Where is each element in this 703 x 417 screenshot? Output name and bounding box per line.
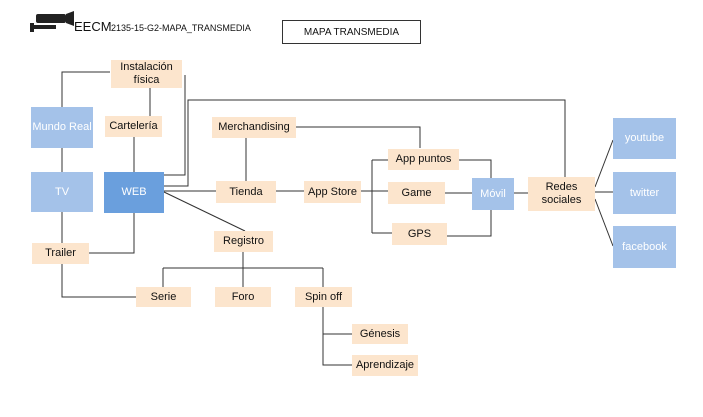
line-merch-apppuntos bbox=[296, 126, 421, 148]
line-web-registro bbox=[163, 191, 246, 232]
node-carteleria[interactable]: Cartelería bbox=[105, 116, 162, 137]
node-instalacion-fisica[interactable]: Instalación física bbox=[111, 60, 182, 88]
node-spin-off[interactable]: Spin off bbox=[295, 287, 352, 307]
brand-name: EECM bbox=[74, 19, 112, 34]
node-trailer[interactable]: Trailer bbox=[32, 243, 89, 264]
node-mundo-real[interactable]: Mundo Real bbox=[31, 107, 93, 148]
camera-logo-icon bbox=[30, 11, 74, 32]
node-app-store[interactable]: App Store bbox=[304, 181, 361, 203]
node-foro[interactable]: Foro bbox=[215, 287, 271, 307]
node-game[interactable]: Game bbox=[388, 182, 445, 204]
line-instalacion-web-right bbox=[164, 75, 186, 176]
line-trailer-serie bbox=[61, 264, 136, 298]
node-movil[interactable]: Móvil bbox=[472, 178, 514, 210]
node-youtube[interactable]: youtube bbox=[613, 118, 676, 159]
line-web-trailer bbox=[89, 213, 135, 254]
node-registro[interactable]: Registro bbox=[214, 231, 273, 252]
line-redes-youtube bbox=[594, 139, 614, 188]
page-title: MAPA TRANSMEDIA bbox=[282, 20, 421, 44]
node-twitter[interactable]: twitter bbox=[613, 172, 676, 214]
document-code: 2135-15-G2-MAPA_TRANSMEDIA bbox=[111, 23, 251, 33]
node-app-puntos[interactable]: App puntos bbox=[388, 149, 459, 170]
node-redes-sociales[interactable]: Redes sociales bbox=[528, 177, 595, 211]
node-genesis[interactable]: Génesis bbox=[352, 324, 408, 344]
node-aprendizaje[interactable]: Aprendizaje bbox=[352, 355, 418, 376]
line-web-redes-top bbox=[164, 99, 566, 187]
line-spinoff-aprendizaje bbox=[322, 307, 352, 366]
node-facebook[interactable]: facebook bbox=[613, 226, 676, 268]
node-tv[interactable]: TV bbox=[31, 172, 93, 212]
line-gps-movil bbox=[447, 210, 492, 237]
node-merchandising[interactable]: Merchandising bbox=[212, 117, 296, 138]
line-apppuntos-movil bbox=[459, 159, 492, 178]
node-web[interactable]: WEB bbox=[104, 172, 164, 213]
node-tienda[interactable]: Tienda bbox=[216, 181, 276, 203]
line-instalacion-mundo bbox=[61, 71, 110, 107]
node-serie[interactable]: Serie bbox=[136, 287, 191, 307]
node-gps[interactable]: GPS bbox=[392, 223, 447, 245]
line-redes-facebook bbox=[594, 198, 614, 247]
